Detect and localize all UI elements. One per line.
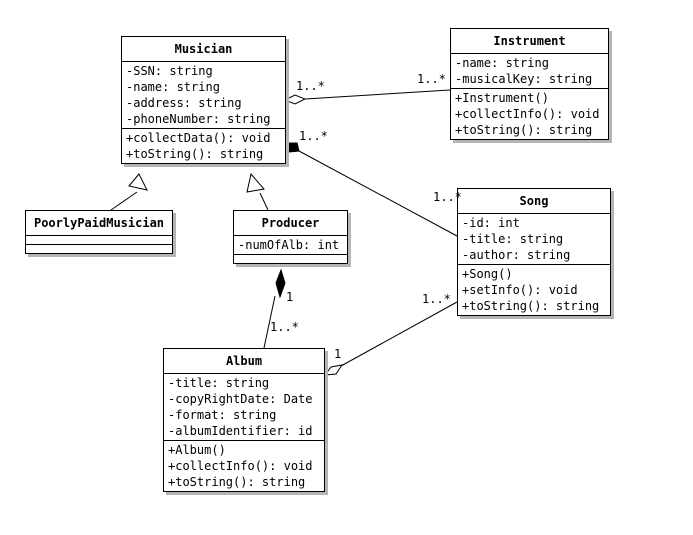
composition-producer-album	[263, 295, 276, 349]
operation: +setInfo(): void	[462, 283, 578, 297]
class-name: Producer	[234, 211, 347, 236]
operations-section: +Instrument() +collectInfo(): void +toSt…	[451, 89, 608, 139]
operation: +collectInfo(): void	[168, 459, 313, 473]
class-name: Song	[458, 189, 610, 214]
attribute: -musicalKey: string	[455, 72, 593, 86]
operation: +toString(): string	[455, 123, 593, 137]
attribute: -numOfAlb: int	[238, 238, 340, 252]
class-album[interactable]: Album -title: string -copyRightDate: Dat…	[163, 348, 325, 492]
attribute: -SSN: string	[126, 64, 213, 78]
class-song[interactable]: Song -id: int -title: string -author: st…	[457, 188, 611, 316]
composition-diamond-producer	[275, 268, 286, 299]
aggregation-diamond-musician	[283, 94, 307, 105]
operation: +collectData(): void	[126, 131, 271, 145]
multiplicity-label: 1..*	[433, 190, 462, 204]
attribute: -author: string	[462, 248, 571, 262]
attribute: -address: string	[126, 96, 242, 110]
generalization-arrow-poorlypaid	[128, 173, 148, 191]
attribute: -name: string	[455, 56, 549, 70]
class-name: Musician	[122, 37, 285, 62]
attributes-section: -SSN: string -name: string -address: str…	[122, 62, 285, 129]
class-musician[interactable]: Musician -SSN: string -name: string -add…	[121, 36, 286, 164]
attribute: -format: string	[168, 408, 277, 422]
class-name: Instrument	[451, 29, 608, 54]
attribute: -id: int	[462, 216, 520, 230]
composition-diamond-musician	[284, 142, 300, 153]
multiplicity-label: 1..*	[296, 79, 325, 93]
attributes-section: -id: int -title: string -author: string	[458, 214, 610, 265]
operations-section	[234, 255, 347, 263]
attribute: -phoneNumber: string	[126, 112, 271, 126]
attributes-section	[26, 236, 172, 245]
class-name: PoorlyPaidMusician	[26, 211, 172, 236]
operation: +toString(): string	[168, 475, 306, 489]
operations-section: +Album() +collectInfo(): void +toString(…	[164, 441, 324, 491]
generalization-arrow-producer	[246, 172, 265, 193]
multiplicity-label: 1..*	[270, 320, 299, 334]
aggregation-diamond-album	[323, 364, 344, 376]
operations-section: +Song() +setInfo(): void +toString(): st…	[458, 265, 610, 315]
class-instrument[interactable]: Instrument -name: string -musicalKey: st…	[450, 28, 609, 140]
aggregation-musician-instrument	[304, 89, 451, 100]
class-poorlypaidmusician[interactable]: PoorlyPaidMusician	[25, 210, 173, 254]
operations-section	[26, 245, 172, 253]
operation: +toString(): string	[462, 299, 600, 313]
generalization-producer-line	[259, 192, 269, 211]
multiplicity-label: 1..*	[417, 72, 446, 86]
operation: +Instrument()	[455, 91, 549, 105]
class-producer[interactable]: Producer -numOfAlb: int	[233, 210, 348, 264]
operation: +Song()	[462, 267, 513, 281]
attributes-section: -name: string -musicalKey: string	[451, 54, 608, 89]
generalization-poorlypaid-line	[110, 191, 138, 211]
attribute: -title: string	[462, 232, 564, 246]
operation: +toString(): string	[126, 147, 264, 161]
multiplicity-label: 1..*	[422, 292, 451, 306]
attribute: -name: string	[126, 80, 220, 94]
class-name: Album	[164, 349, 324, 374]
attribute: -title: string	[168, 376, 270, 390]
composition-musician-song	[298, 150, 458, 237]
attributes-section: -numOfAlb: int	[234, 236, 347, 255]
attribute: -copyRightDate: Date	[168, 392, 313, 406]
operation: +collectInfo(): void	[455, 107, 600, 121]
multiplicity-label: 1..*	[299, 129, 328, 143]
attribute: -albumIdentifier: id	[168, 424, 313, 438]
aggregation-album-song	[340, 301, 458, 367]
operation: +Album()	[168, 443, 226, 457]
multiplicity-label: 1	[286, 290, 294, 304]
attributes-section: -title: string -copyRightDate: Date -for…	[164, 374, 324, 441]
operations-section: +collectData(): void +toString(): string	[122, 129, 285, 163]
multiplicity-label: 1	[334, 347, 342, 361]
